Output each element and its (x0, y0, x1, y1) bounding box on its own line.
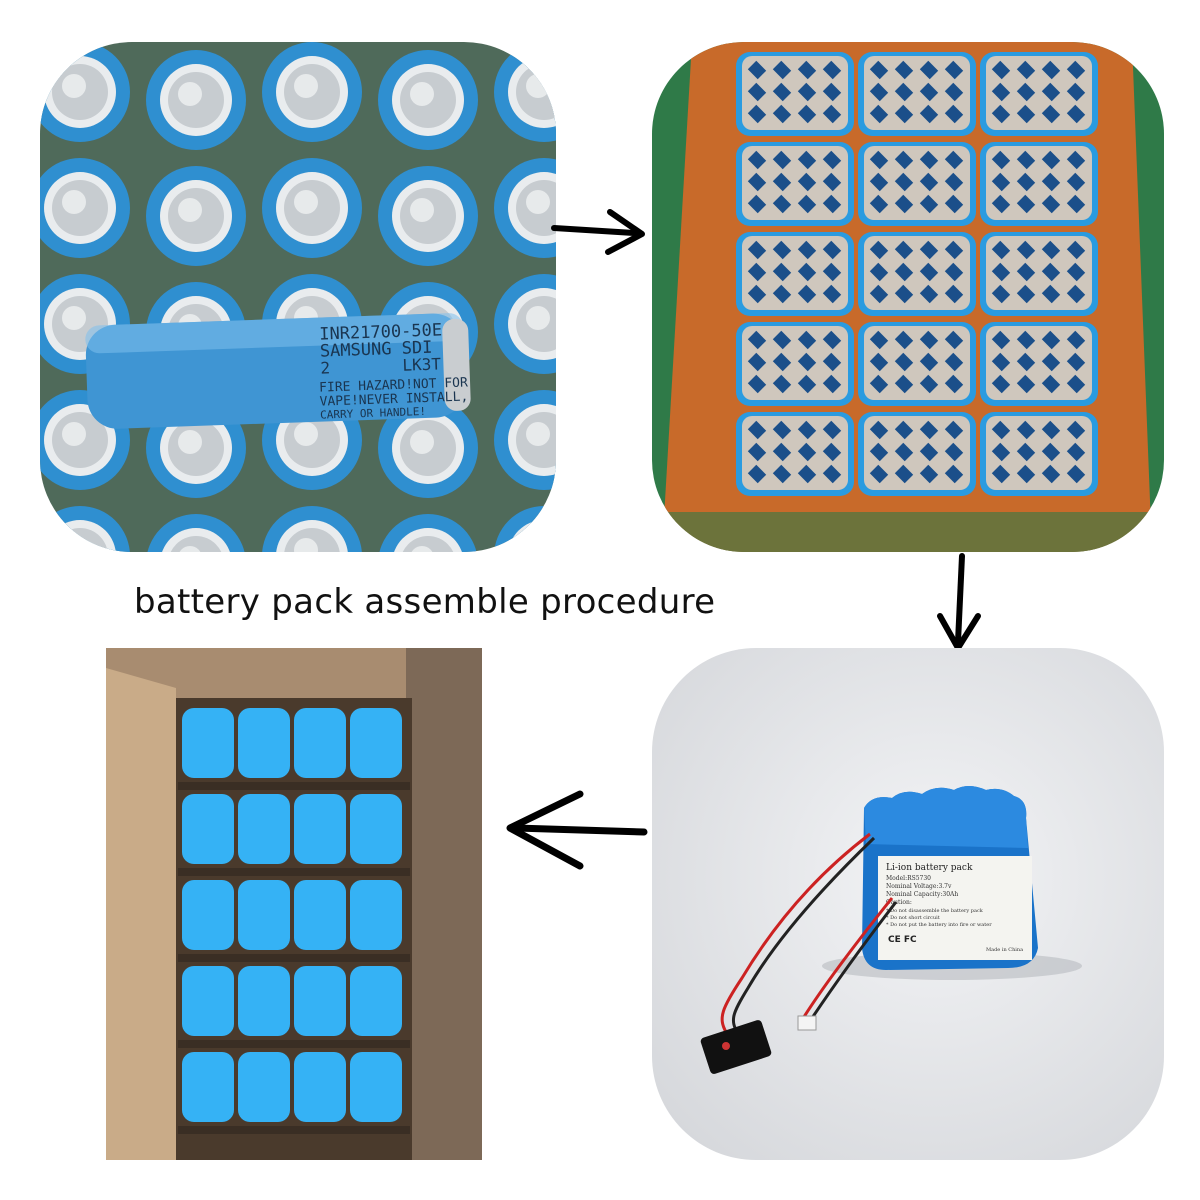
cell-top (146, 166, 246, 266)
pack-label-warning-1: * Do not disassemble the battery pack (886, 908, 984, 914)
nickel-strip-block (980, 322, 1098, 406)
cell-top (262, 506, 362, 552)
nickel-strip-block (736, 412, 854, 496)
nickel-strip-block (858, 52, 976, 136)
nickel-strip-block (736, 142, 854, 226)
nickel-strip-block (980, 412, 1098, 496)
battery-pack: Li-ion battery pack Model:RS5730 Nominal… (862, 786, 1038, 970)
cell-top (494, 274, 556, 374)
cardboard-divider (178, 1040, 410, 1048)
packaging-illustration (106, 648, 482, 1160)
pack-label-title: Li-ion battery pack (886, 863, 973, 873)
cell-top (40, 158, 130, 258)
pack-illustration: Li-ion battery pack Model:RS5730 Nominal… (652, 648, 1164, 1160)
packed-battery (350, 966, 402, 1036)
pack-label-warning-2: * Do not short circuit (886, 915, 940, 921)
packed-battery (182, 966, 234, 1036)
cell-top (147, 514, 245, 552)
cell-text-model: INR21700-50E (319, 320, 442, 344)
packed-battery (182, 708, 234, 778)
cardboard-divider (178, 954, 410, 962)
welding-photo (652, 42, 1164, 552)
cell-top (379, 514, 477, 552)
packed-battery (294, 794, 346, 864)
nickel-strip-block (858, 412, 976, 496)
cell-text-brand: SAMSUNG SDI (320, 338, 433, 362)
finished-pack-photo: Li-ion battery pack Model:RS5730 Nominal… (652, 648, 1164, 1160)
cell-top (262, 42, 362, 142)
cell-top (494, 390, 556, 490)
pack-label-warning-3: * Do not put the battery into fire or wa… (886, 922, 992, 928)
arrow-down-icon (930, 552, 990, 656)
packed-battery (238, 708, 290, 778)
pack-label-marks: CE FC (888, 935, 917, 945)
packed-battery (294, 880, 346, 950)
packed-battery (182, 1052, 234, 1122)
cell-warning-2: VAPE!NEVER INSTALL, (319, 389, 468, 409)
nickel-strip-block (980, 142, 1098, 226)
battery-wires (720, 832, 898, 1035)
nickel-strip-block (736, 322, 854, 406)
nickel-strip-block (980, 232, 1098, 316)
cells-illustration: INR21700-50E SAMSUNG SDI 2 LK3T FIRE HAZ… (40, 42, 556, 552)
packed-battery (350, 794, 402, 864)
nickel-strip-block (858, 322, 976, 406)
cardboard-divider (178, 1126, 410, 1134)
nickel-strip-block (858, 232, 976, 316)
packed-battery (294, 1052, 346, 1122)
welding-illustration (652, 42, 1164, 552)
cells-photo: INR21700-50E SAMSUNG SDI 2 LK3T FIRE HAZ… (40, 42, 556, 552)
cardboard-divider (178, 782, 410, 790)
cell-top (378, 50, 478, 150)
wire-connector (797, 1015, 817, 1031)
packed-battery (238, 966, 290, 1036)
cell-top (494, 158, 556, 258)
arrow-right-icon (550, 200, 650, 260)
pack-label-origin: Made in China (986, 947, 1023, 953)
cell-warning-3: CARRY OR HANDLE! (320, 405, 426, 422)
packed-battery (238, 794, 290, 864)
pack-label-capacity: Nominal Capacity:30Ah (886, 891, 958, 898)
pack-label-model: Model:RS5730 (886, 875, 931, 882)
packed-battery (350, 708, 402, 778)
arrow-left-icon (498, 788, 652, 872)
loose-cell: INR21700-50E SAMSUNG SDI 2 LK3T FIRE HAZ… (85, 313, 471, 429)
cell-top (378, 166, 478, 266)
cell-top (40, 390, 130, 490)
packed-battery (294, 708, 346, 778)
battery-indicator (700, 1020, 772, 1074)
procedure-caption: battery pack assemble procedure (134, 582, 716, 622)
pack-label-voltage: Nominal Voltage:3.7v (886, 883, 952, 890)
nickel-strip-block (736, 232, 854, 316)
cell-text-lot: LK3T (402, 354, 442, 374)
cell-text-grade: 2 (320, 358, 330, 377)
cell-top (262, 158, 362, 258)
packed-battery (182, 794, 234, 864)
packed-battery (238, 880, 290, 950)
packed-battery (238, 1052, 290, 1122)
packed-battery (294, 966, 346, 1036)
packed-battery (350, 1052, 402, 1122)
cell-top (146, 50, 246, 150)
packaging-photo (106, 648, 482, 1160)
cell-warning-1: FIRE HAZARD!NOT FOR (319, 375, 468, 395)
cell-top (378, 398, 478, 498)
nickel-strip-block (858, 142, 976, 226)
cardboard-divider (178, 868, 410, 876)
nickel-strip-block (980, 52, 1098, 136)
packed-battery (350, 880, 402, 950)
packed-battery (182, 880, 234, 950)
nickel-strip-block (736, 52, 854, 136)
pack-label-caution: Caution: (886, 899, 912, 906)
